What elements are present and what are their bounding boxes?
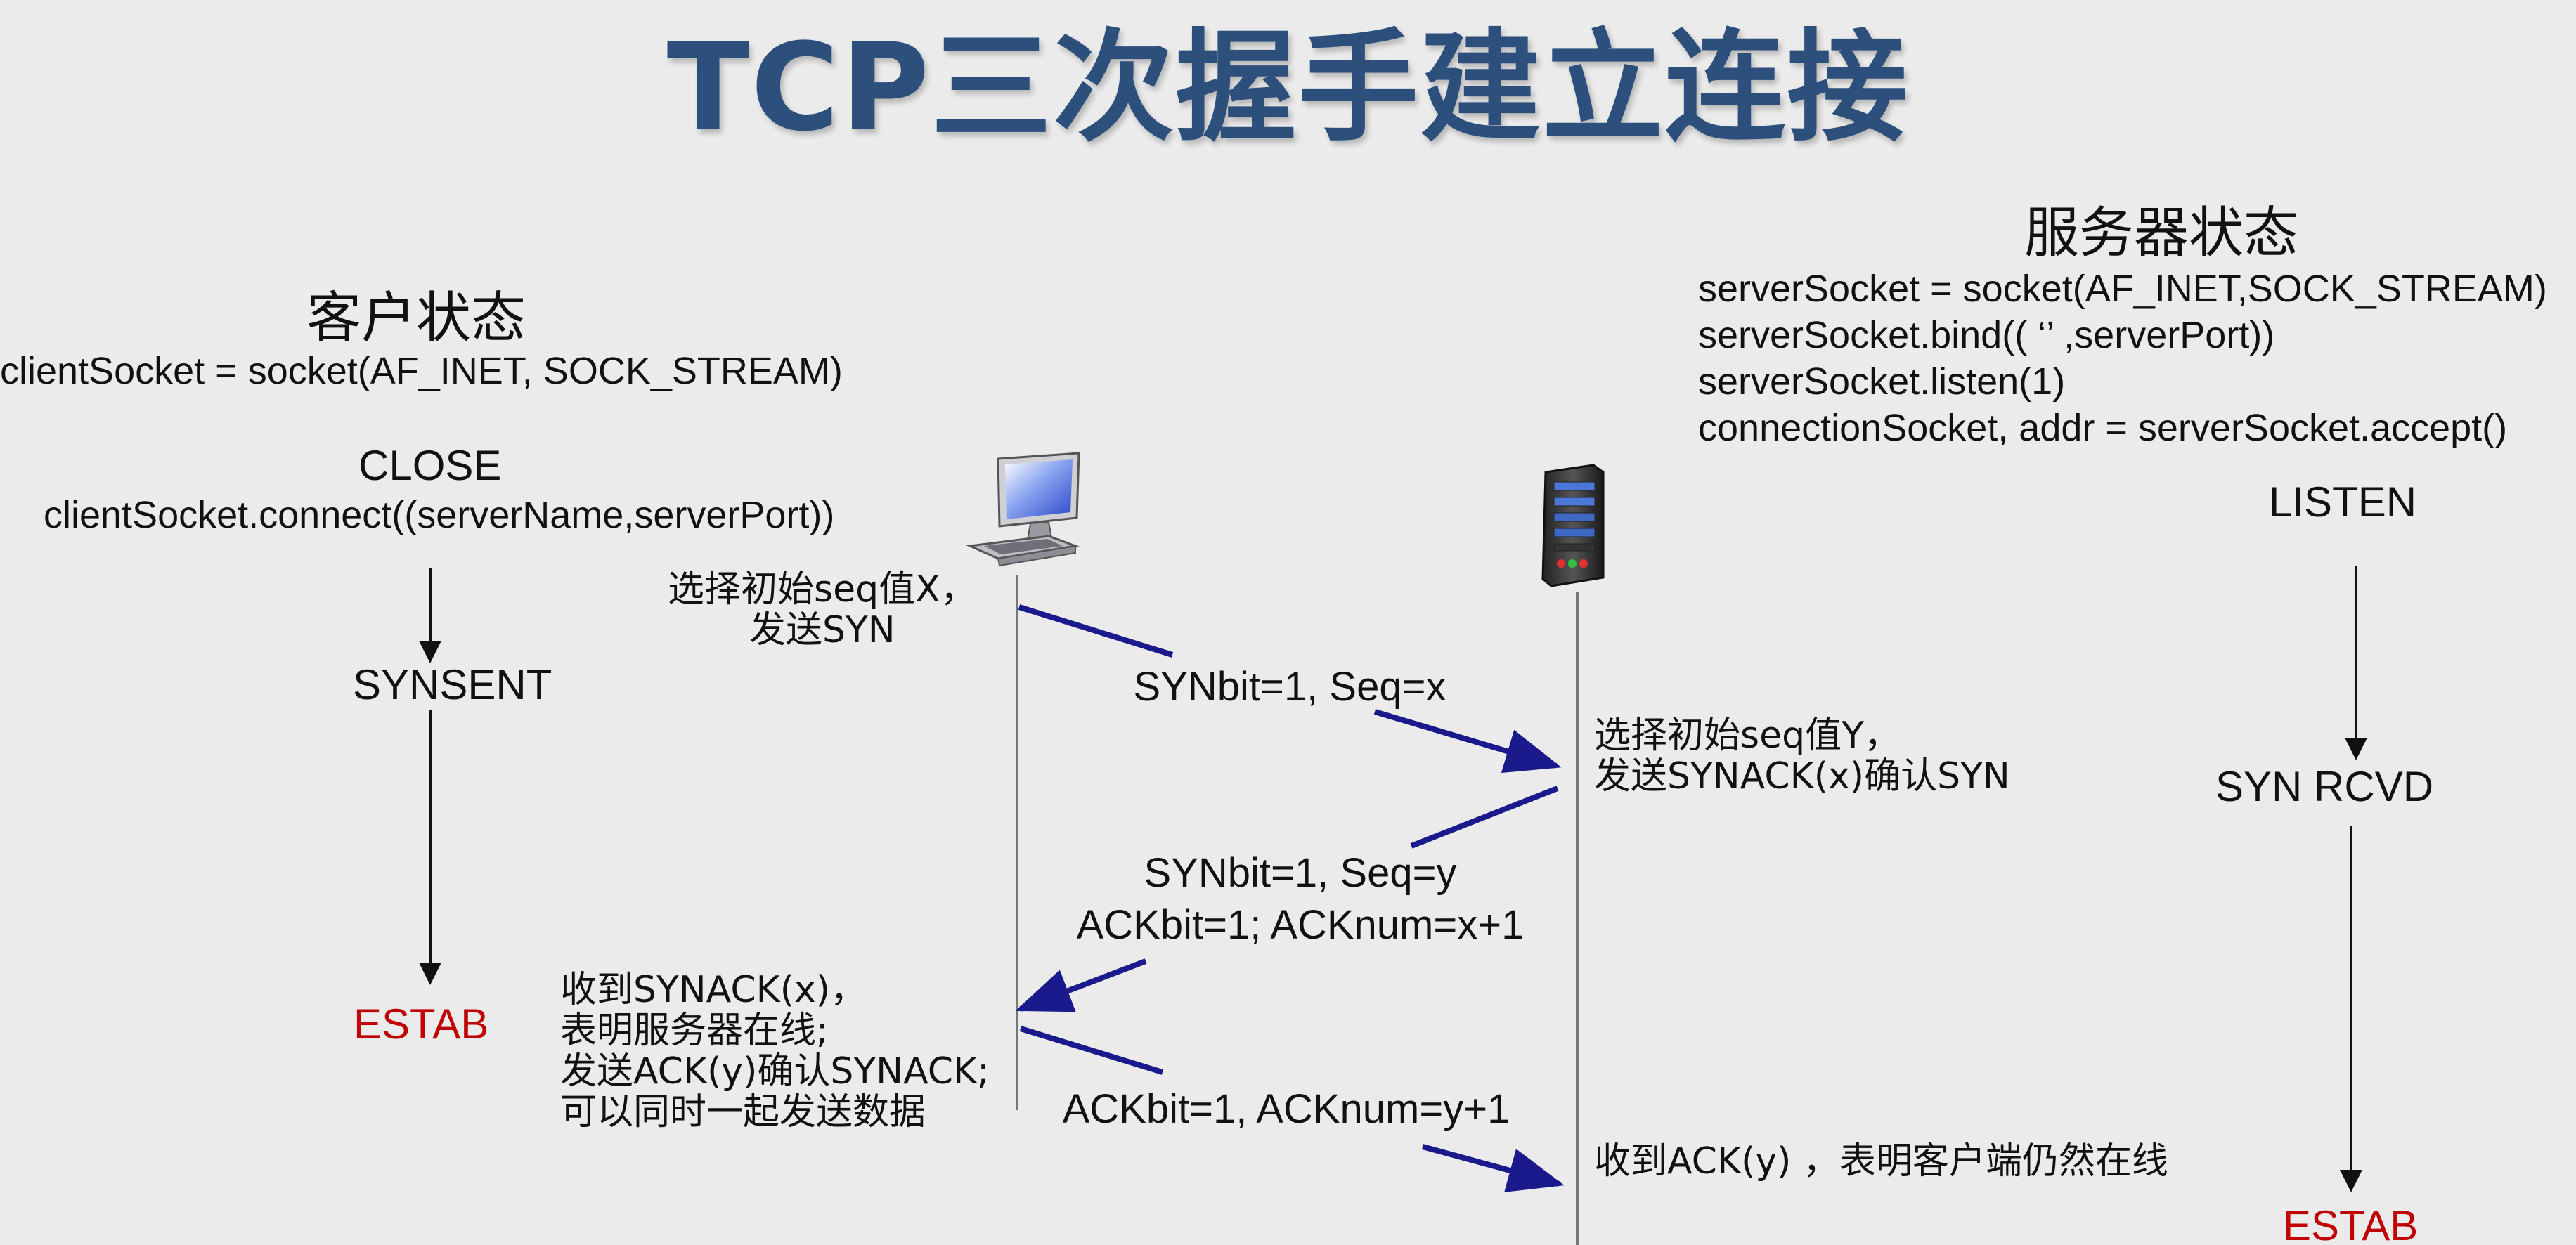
client-connect-code: clientSocket.connect((serverName,serverP…	[44, 494, 835, 536]
server-state-syn-rcvd: SYN RCVD	[2215, 763, 2434, 810]
note-line: 发送ACK(y)确认SYNACK;	[560, 1050, 990, 1093]
client-note-send-syn: 选择初始seq值X， 发送SYN	[668, 569, 977, 651]
server-tower-icon	[1541, 464, 1605, 587]
note-line: 选择初始seq值Y，	[1594, 715, 1901, 757]
server-state-header: 服务器状态	[2024, 202, 2299, 265]
server-code-line: connectionSocket, addr = serverSocket.ac…	[1698, 407, 2508, 449]
client-state-estab: ESTAB	[354, 1000, 489, 1048]
syn-arrow-head	[1373, 709, 1562, 774]
server-note-send-synack: 选择初始seq值Y， 发送SYNACK(x)确认SYN	[1594, 715, 2010, 797]
note-line: 发送SYNACK(x)确认SYN	[1594, 755, 2010, 797]
message-line: ACKbit=1; ACKnum=x+1	[1076, 902, 1525, 948]
message-syn-label: SYNbit=1, Seq=x	[1133, 664, 1446, 710]
page-title: TCP三次握手建立连接	[666, 17, 1910, 158]
message-ack-label: ACKbit=1, ACKnum=y+1	[1062, 1086, 1510, 1132]
note-line: 收到SYNACK(x)，	[560, 969, 867, 1011]
server-code-line: serverSocket.bind(( ‘’ ,serverPort))	[1698, 314, 2275, 356]
client-note-recv-synack: 收到SYNACK(x)， 表明服务器在线; 发送ACK(y)确认SYNACK; …	[560, 970, 990, 1133]
message-synack-label: SYNbit=1, Seq=y ACKbit=1; ACKnum=x+1	[1033, 847, 1567, 951]
client-state-synsent: SYNSENT	[353, 661, 552, 708]
client-socket-code: clientSocket = socket(AF_INET, SOCK_STRE…	[0, 350, 843, 392]
synack-arrow-head	[1015, 958, 1147, 1012]
client-state-header: 客户状态	[306, 287, 526, 350]
syn-arrow	[1018, 604, 1174, 658]
server-note-recv-ack: 收到ACK(y) ，表明客户端仍然在线	[1594, 1140, 2168, 1182]
server-code-line: serverSocket.listen(1)	[1698, 360, 2066, 403]
synack-arrow	[1410, 786, 1559, 849]
desktop-computer-icon	[966, 452, 1080, 567]
note-line: 可以同时一起发送数据	[560, 1091, 926, 1133]
client-state-close: CLOSE	[358, 442, 502, 489]
note-line: 发送SYN	[749, 609, 895, 651]
note-line: 表明服务器在线;	[560, 1010, 829, 1052]
server-state-listen: LISTEN	[2269, 478, 2417, 526]
server-code-line: serverSocket = socket(AF_INET,SOCK_STREA…	[1698, 268, 2547, 310]
note-line: 选择初始seq值X，	[668, 568, 977, 611]
message-line: SYNbit=1, Seq=y	[1144, 850, 1457, 896]
server-state-estab: ESTAB	[2283, 1202, 2419, 1245]
ack-arrow-head	[1421, 1144, 1565, 1192]
ack-arrow	[1019, 1026, 1164, 1075]
